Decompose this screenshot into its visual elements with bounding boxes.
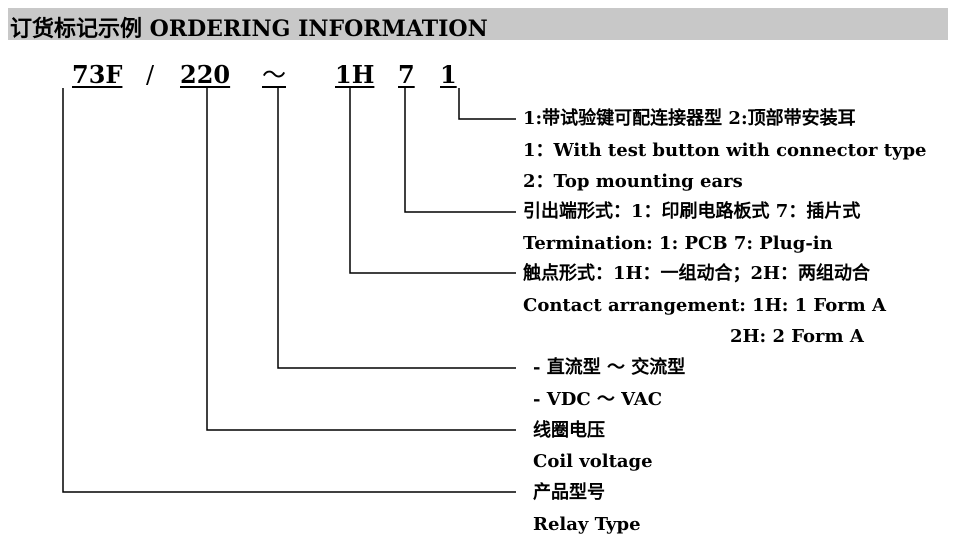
connector-current-type <box>277 88 516 369</box>
contact-en-1: Contact arrangement: 1H: 1 Form A <box>523 295 886 316</box>
page-title: 订货标记示例 ORDERING INFORMATION <box>10 16 488 42</box>
coil-voltage-en: Coil voltage <box>533 451 653 472</box>
connector-relay-type <box>62 88 516 493</box>
code-contact: 1H <box>335 60 375 89</box>
connector-termination <box>404 88 516 213</box>
code-series: 73F <box>72 60 123 89</box>
connector-contact <box>349 88 516 274</box>
contact-cn: 触点形式：1H：一组动合；2H：两组动合 <box>523 263 871 284</box>
accessory-en-1: 1：With test button with connector type <box>523 140 927 161</box>
contact-en-2: 2H: 2 Form A <box>730 326 864 347</box>
code-current-type: ～ <box>262 61 286 89</box>
relay-type-en: Relay Type <box>533 514 641 535</box>
accessory-en-2: 2：Top mounting ears <box>523 171 743 192</box>
coil-voltage-cn: 线圈电压 <box>533 420 605 441</box>
code-accessory: 1 <box>440 60 457 89</box>
connector-accessory <box>458 88 516 120</box>
code-termination: 7 <box>398 60 415 89</box>
current-type-cn: - 直流型 ～ 交流型 <box>533 357 686 378</box>
relay-type-cn: 产品型号 <box>533 482 605 503</box>
termination-cn: 引出端形式：1：印刷电路板式 7：插片式 <box>523 201 861 222</box>
current-type-en: - VDC ～ VAC <box>533 389 663 410</box>
code-slash: / <box>146 61 155 89</box>
connector-coil-voltage <box>206 88 516 431</box>
termination-en: Termination: 1: PCB 7: Plug-in <box>523 233 833 254</box>
accessory-cn: 1:带试验键可配连接器型 2:顶部带安装耳 <box>523 108 856 129</box>
code-coil-voltage: 220 <box>180 60 231 89</box>
header-bar: 订货标记示例 ORDERING INFORMATION <box>8 8 948 42</box>
